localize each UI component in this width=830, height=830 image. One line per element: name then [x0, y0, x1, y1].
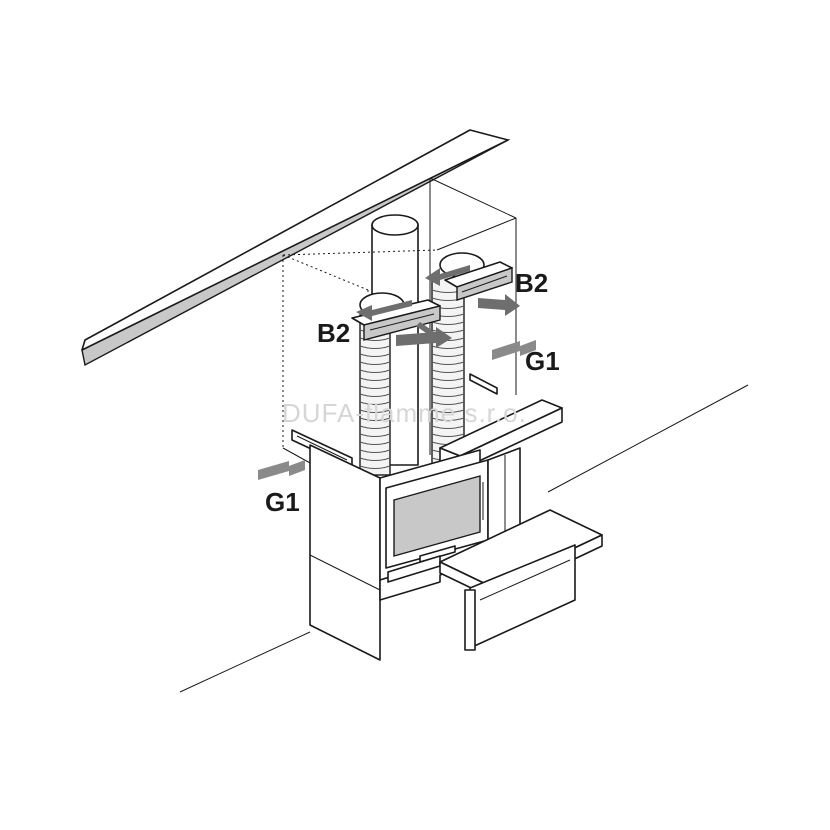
- floor-lines: [179, 384, 749, 693]
- left-vent-grille: [351, 299, 441, 341]
- duct-rib: [431, 361, 465, 365]
- duct-rib: [431, 369, 465, 373]
- duct-rib: [359, 369, 391, 373]
- duct-rib: [359, 425, 391, 429]
- duct-rib: [359, 345, 391, 349]
- g1-left-arrow: [258, 460, 305, 480]
- right-vent-grille: [444, 261, 513, 301]
- duct-rib: [359, 441, 391, 445]
- bench: [439, 509, 603, 649]
- duct-rib: [359, 385, 391, 389]
- fireplace-door: [385, 459, 489, 583]
- right-inlet-grille: [469, 373, 498, 395]
- duct-rib: [431, 385, 465, 389]
- duct-rib: [431, 321, 465, 325]
- duct-rib: [431, 425, 465, 429]
- duct-rib: [431, 433, 465, 437]
- g1-right-arrow: [492, 340, 536, 360]
- duct-rib: [431, 409, 465, 413]
- duct-rib: [431, 329, 465, 333]
- duct-rib: [359, 433, 391, 437]
- duct-rib: [431, 393, 465, 397]
- label-b2-left: B2: [317, 318, 350, 348]
- duct-rib: [359, 465, 391, 469]
- b2-left-arrows: [356, 300, 452, 348]
- label-g1-left: G1: [265, 487, 300, 517]
- label-b2-right: B2: [515, 268, 548, 298]
- duct-rib: [359, 337, 391, 341]
- ceiling-beam: [81, 129, 511, 367]
- duct-rib: [359, 449, 391, 453]
- watermark-text: DUFA-flamme s.r.o.: [282, 398, 527, 428]
- duct-rib: [359, 417, 391, 421]
- bench-leg: [464, 589, 476, 651]
- duct-rib: [359, 393, 391, 397]
- duct-rib: [359, 361, 391, 365]
- duct-rib: [359, 457, 391, 461]
- label-g1-right: G1: [525, 346, 560, 376]
- duct-rib: [359, 353, 391, 357]
- duct-rib: [359, 409, 391, 413]
- duct-rib: [431, 417, 465, 421]
- duct-rib: [359, 377, 391, 381]
- duct-rib: [431, 353, 465, 357]
- duct-rib: [431, 345, 465, 349]
- duct-rib: [359, 401, 391, 405]
- b2-right-arrows: [425, 265, 520, 316]
- duct-rib: [431, 401, 465, 405]
- duct-rib: [431, 377, 465, 381]
